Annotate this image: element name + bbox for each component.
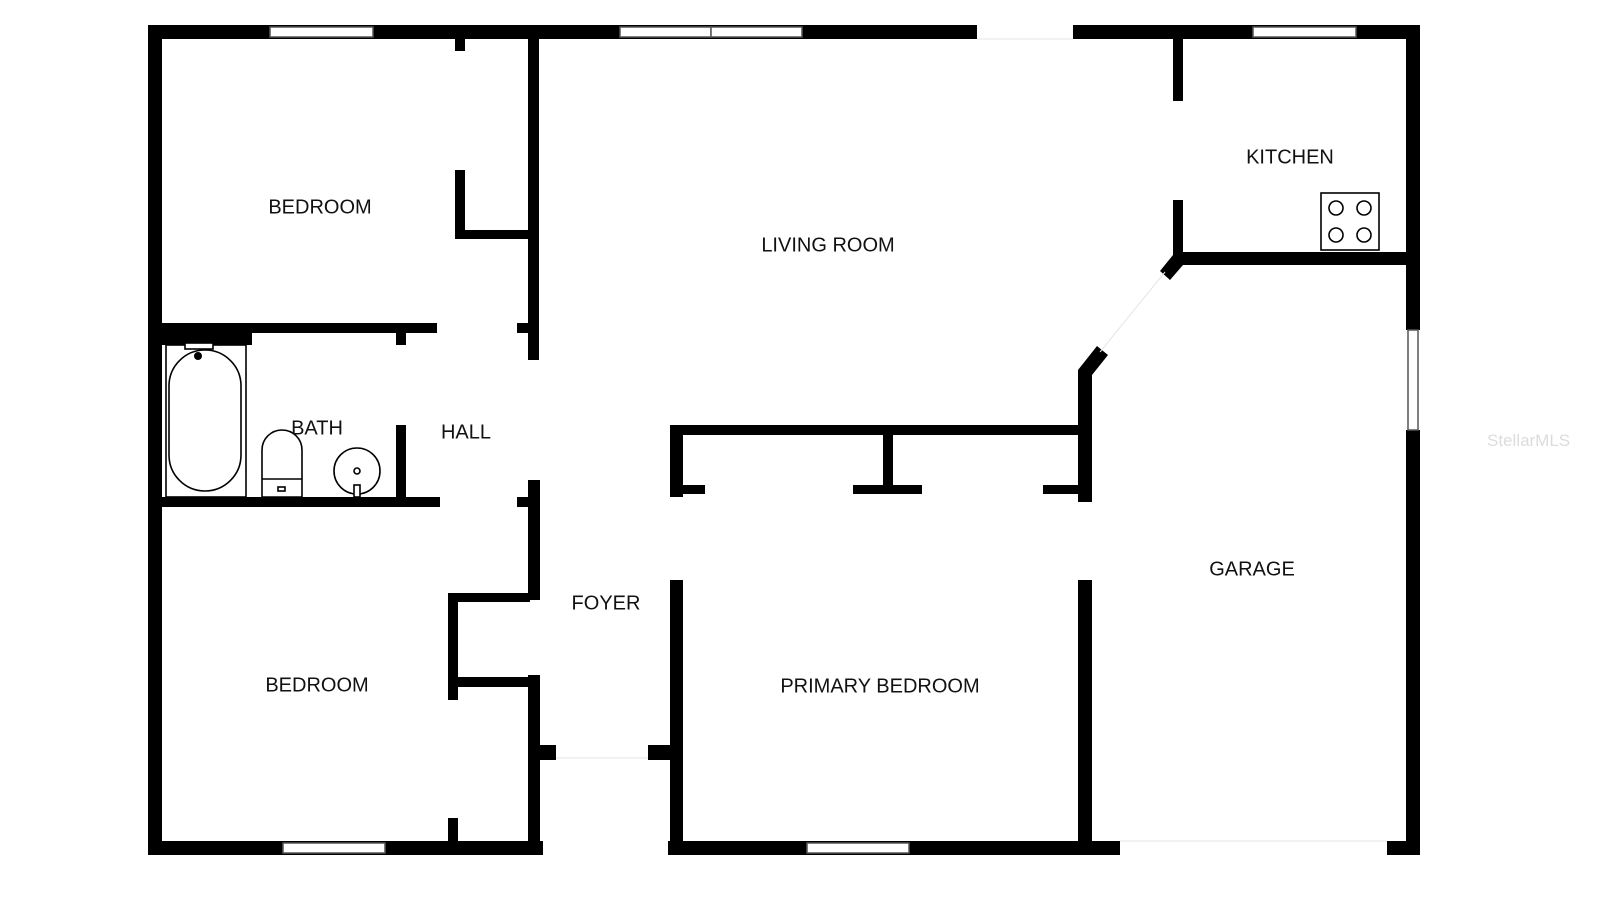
stove-icon — [1320, 192, 1380, 251]
room-label-living-room: LIVING ROOM — [761, 234, 894, 256]
walls — [148, 25, 1420, 855]
room-label-bath: BATH — [291, 417, 343, 439]
windows — [269, 26, 1419, 854]
window — [282, 842, 386, 854]
window — [710, 26, 803, 38]
room-label-hall: HALL — [441, 421, 491, 443]
room-label-garage: GARAGE — [1209, 558, 1295, 580]
room-label-foyer: FOYER — [572, 592, 641, 614]
room-labels: BEDROOM LIVING ROOM KITCHEN BATH HALL FO… — [265, 146, 1334, 697]
window — [619, 26, 712, 38]
window — [269, 26, 374, 38]
toilet-icon — [261, 429, 303, 498]
room-label-bedroom: BEDROOM — [268, 196, 371, 218]
bathtub-icon — [165, 342, 247, 498]
window — [1407, 329, 1419, 431]
watermark: StellarMLS — [1487, 431, 1570, 450]
window — [806, 842, 910, 854]
room-label-primary-bedroom: PRIMARY BEDROOM — [780, 675, 979, 697]
sink-icon — [333, 447, 381, 498]
room-label-kitchen: KITCHEN — [1246, 146, 1334, 168]
window — [1252, 26, 1357, 38]
room-label-bedroom-2: BEDROOM — [265, 674, 368, 696]
